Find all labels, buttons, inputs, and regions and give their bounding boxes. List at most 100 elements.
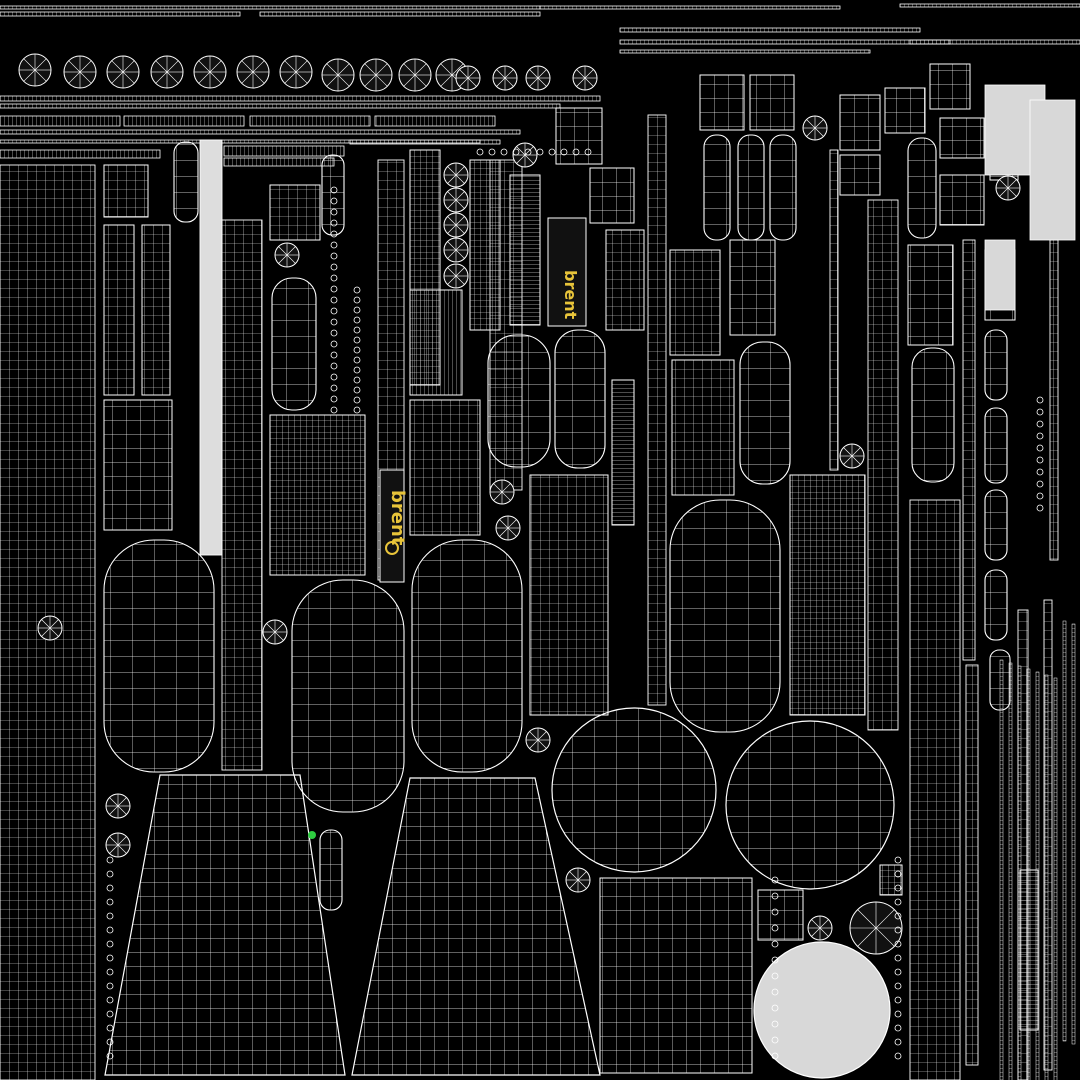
uv-grid-island <box>939 117 985 159</box>
uv-grid-island <box>757 889 804 941</box>
uv-vertical-strip <box>965 664 979 1066</box>
uv-strip <box>349 139 501 145</box>
uv-dot-island <box>353 386 361 394</box>
uv-capsule-island <box>984 329 1008 401</box>
uv-disc-spoke <box>198 60 211 73</box>
uv-dot-island <box>353 306 361 314</box>
uv-disc-spoke <box>122 60 135 73</box>
uv-grid-island <box>103 399 173 531</box>
uv-disc-spoke <box>440 74 453 87</box>
uv-dot-island <box>1036 444 1044 452</box>
uv-disc-spoke <box>364 74 377 87</box>
uv-disc-spoke <box>198 71 211 84</box>
uv-dot-island <box>353 336 361 344</box>
uv-capsule-island <box>737 134 765 241</box>
uv-grid-island <box>409 399 481 536</box>
uv-disc-spoke <box>295 71 308 84</box>
uv-vertical-strip <box>962 239 976 661</box>
uv-disc-spoke <box>584 77 594 87</box>
uv-disc-spoke <box>537 731 547 741</box>
uv-disc-spoke <box>851 447 861 457</box>
uv-dot-island <box>330 307 338 315</box>
uv-dot-island <box>330 208 338 216</box>
uv-dot-island <box>771 1004 779 1012</box>
uv-dot-island <box>1036 468 1044 476</box>
uv-dot-island <box>894 1010 902 1018</box>
uv-dot-island <box>330 230 338 238</box>
uv-strip <box>909 39 1080 45</box>
uv-disc-spoke <box>529 77 539 87</box>
uv-dot-island <box>771 940 779 948</box>
uv-dot-island <box>771 876 779 884</box>
uv-disc-spoke <box>284 60 297 73</box>
uv-disc-spoke <box>504 69 514 79</box>
uv-dot-island <box>353 406 361 414</box>
uv-disc-spoke <box>455 249 465 259</box>
uv-disc-spoke <box>459 69 469 79</box>
uv-capsule-island <box>271 277 317 411</box>
uv-disc-spoke <box>447 275 457 285</box>
uv-disc-spoke <box>68 71 81 84</box>
uv-vertical-strip <box>1049 239 1059 561</box>
uv-dot-island <box>330 296 338 304</box>
uv-disc-spoke <box>295 60 308 73</box>
uv-dot-island <box>330 395 338 403</box>
uv-disc-spoke <box>326 63 339 76</box>
uv-strip <box>259 11 541 17</box>
uv-capsule-island <box>173 141 199 223</box>
brent-logo-island-1: brent <box>379 469 408 583</box>
uv-vertical-strip <box>199 139 223 556</box>
uv-disc-spoke <box>117 844 127 854</box>
uv-dot-island <box>894 870 902 878</box>
uv-capsule-island <box>554 329 606 469</box>
uv-disc-spoke <box>375 74 388 87</box>
uv-disc-spoke <box>49 619 59 629</box>
uv-dot-island <box>106 1052 114 1060</box>
uv-strip <box>619 39 951 45</box>
uv-dot-island <box>353 396 361 404</box>
uv-disc-spoke <box>337 74 350 87</box>
uv-disc-spoke <box>414 74 427 87</box>
uv-dot-island <box>330 362 338 370</box>
uv-dot-island <box>524 148 532 156</box>
uv-disc-spoke <box>819 919 829 929</box>
uv-disc-spoke <box>529 69 539 79</box>
uv-grid-island <box>671 359 735 496</box>
uv-dot-island <box>1036 504 1044 512</box>
uv-disc-spoke <box>155 60 168 73</box>
uv-dot-island <box>330 186 338 194</box>
uv-circle-layer <box>18 53 1021 1079</box>
uv-dot-island <box>330 219 338 227</box>
uv-disc-spoke <box>326 74 339 87</box>
uv-disc-spoke <box>516 154 526 164</box>
uv-disc-spoke <box>274 623 284 633</box>
uv-disc-spoke <box>504 77 514 87</box>
uv-disc-spoke <box>403 63 416 76</box>
uv-disc-spoke <box>843 447 853 457</box>
uv-disc-spoke <box>447 174 457 184</box>
uv-disc-spoke <box>577 871 587 881</box>
uv-dot-island <box>106 926 114 934</box>
uv-grid-island <box>529 474 609 716</box>
uv-disc-spoke <box>814 119 824 129</box>
uv-dot-island <box>106 996 114 1004</box>
uv-disc-spoke <box>266 631 276 641</box>
uv-dot-island <box>894 1052 902 1060</box>
uv-grid-island <box>884 87 926 134</box>
uv-disc-spoke <box>117 805 127 815</box>
uv-disc-spoke <box>501 483 511 493</box>
uv-strip <box>619 49 871 54</box>
uv-grid-island <box>749 74 795 131</box>
uv-light-patch <box>1029 99 1076 241</box>
uv-strip <box>0 149 161 159</box>
brent-logo-island-2: brent <box>547 217 587 327</box>
uv-dot-island <box>1036 480 1044 488</box>
uv-grid-island <box>669 249 721 356</box>
uv-disc-spoke <box>274 631 284 641</box>
uv-vertical-strip <box>909 499 961 1080</box>
brent-logo-text-1: brent <box>387 490 408 546</box>
uv-disc-spoke <box>455 267 465 277</box>
uv-grid-island <box>879 864 903 896</box>
uv-dot-island <box>330 373 338 381</box>
uv-disc-spoke <box>447 166 457 176</box>
